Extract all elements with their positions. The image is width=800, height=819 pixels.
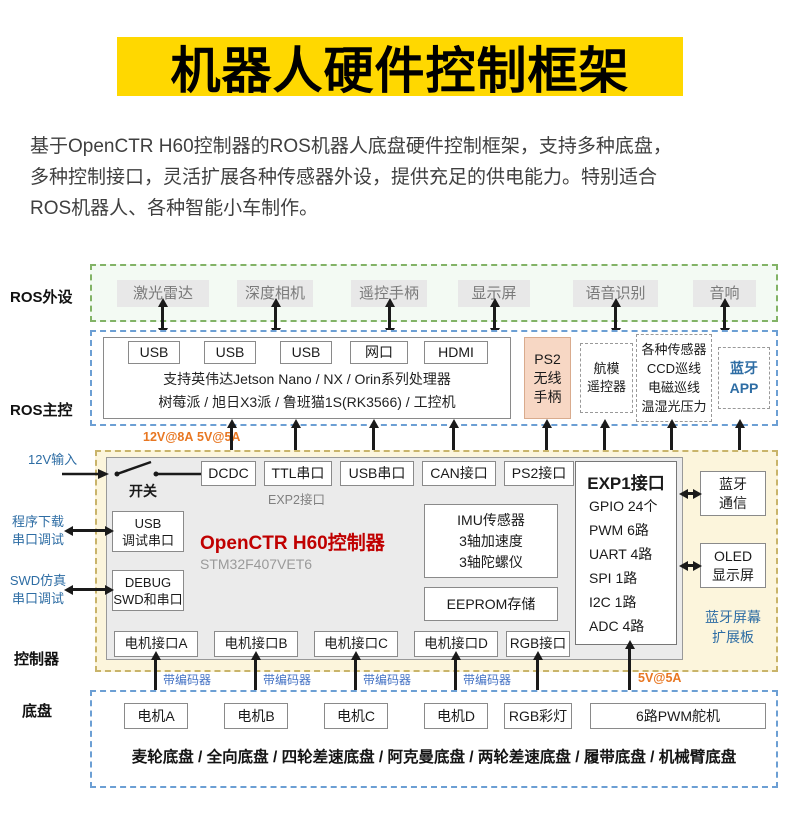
controller-port-ps2: PS2接口 xyxy=(504,461,574,486)
exp2-label: EXP2接口 xyxy=(268,493,325,507)
flow-arrow-sensors xyxy=(670,427,673,459)
peripheral-item: 深度相机 xyxy=(237,280,313,307)
flow-arrow-host-controller xyxy=(452,427,455,459)
flow-arrow-peripheral-host xyxy=(614,306,617,329)
host-port-usb: USB xyxy=(280,341,332,364)
host-port-usb: USB xyxy=(204,341,256,364)
flow-arrow-peripheral-host xyxy=(274,306,277,329)
flow-arrow-host-controller xyxy=(294,427,297,459)
flow-arrow-motor-c xyxy=(354,659,357,701)
flow-arrow-host-controller xyxy=(230,427,233,459)
flow-arrow-peripheral-host xyxy=(493,306,496,329)
sensors-box: 各种传感器 CCD巡线 电磁巡线 温湿光压力 xyxy=(636,334,712,422)
encoder-label: 带编码器 xyxy=(363,673,412,687)
rc-remote-box: 航模 遥控器 xyxy=(580,343,633,413)
controller-port-ttl: TTL串口 xyxy=(264,461,332,486)
power-label-12v8a: 12V@8A xyxy=(143,430,194,444)
exp1-title: EXP1接口 xyxy=(587,474,665,493)
bt-comm-box: 蓝牙 通信 xyxy=(700,471,766,516)
flow-arrow-prog-debug xyxy=(72,529,106,532)
exp1-item: I2C 1路 xyxy=(589,594,637,610)
chip-model: STM32F407VET6 xyxy=(200,556,313,572)
bt-app-box: 蓝牙 APP xyxy=(718,347,770,409)
exp1-item: UART 4路 xyxy=(589,546,653,562)
exp1-item: PWM 6路 xyxy=(589,522,649,538)
host-support-line2: 树莓派 / 旭日X3派 / 鲁班猫1S(RK3566) / 工控机 xyxy=(158,394,456,410)
bt-screen-label: 蓝牙屏幕 扩展板 xyxy=(705,609,761,645)
switch-label: 开关 xyxy=(129,483,157,499)
flow-arrow-exp1-oled xyxy=(687,564,694,567)
intro-text: 基于OpenCTR H60控制器的ROS机器人底盘硬件控制框架，支持多种底盘， … xyxy=(30,136,672,219)
chassis-servo: 6路PWM舵机 xyxy=(590,703,766,729)
encoder-label: 带编码器 xyxy=(163,673,212,687)
power-label-5v5a: 5V@5A xyxy=(197,430,241,444)
exp1-item: ADC 4路 xyxy=(589,618,645,634)
page-title: 机器人硬件控制框架 xyxy=(170,42,630,99)
section-label-peripherals: ROS外设 xyxy=(10,289,73,306)
flow-arrow-rgb xyxy=(536,659,539,701)
flow-arrow-exp1-bt xyxy=(687,492,694,495)
ps2-handle-box: PS2 无线 手柄 xyxy=(524,337,571,419)
flow-arrow-motor-a xyxy=(154,659,157,701)
swd-debug-label: SWD仿真 串口调试 xyxy=(9,573,67,606)
host-support-line1: 支持英伟达Jetson Nano / NX / Orin系列处理器 xyxy=(163,371,451,387)
chip-name: OpenCTR H60控制器 xyxy=(200,533,385,554)
chassis-rgb-light: RGB彩灯 xyxy=(504,703,572,729)
chassis-motor-a: 电机A xyxy=(124,703,188,729)
flow-arrow-bt-app xyxy=(738,427,741,469)
encoder-label: 带编码器 xyxy=(463,673,512,687)
rgb-port: RGB接口 xyxy=(506,631,570,657)
flow-arrow-motor-d xyxy=(454,659,457,701)
flow-arrow-servo xyxy=(628,648,631,701)
imu-box: IMU传感器 3轴加速度 3轴陀螺仪 xyxy=(424,504,558,578)
flow-arrow-ps2-handle xyxy=(545,427,548,459)
switch-icon xyxy=(62,460,203,479)
input-12v-label: 12V输入 xyxy=(28,452,78,467)
prog-debug-label: 程序下载 串口调试 xyxy=(11,514,64,547)
usb-debug-port-box: USB 调试串口 xyxy=(112,511,184,552)
host-port-ethernet: 网口 xyxy=(350,341,408,364)
section-label-controller: 控制器 xyxy=(14,651,60,668)
section-label-host: ROS主控 xyxy=(10,402,73,419)
exp1-item: GPIO 24个 xyxy=(589,498,658,514)
flow-arrow-swd-debug xyxy=(72,588,106,591)
chassis-motor-b: 电机B xyxy=(224,703,288,729)
oled-box: OLED 显示屏 xyxy=(700,543,766,588)
flow-arrow-rc-remote xyxy=(603,427,606,459)
controller-port-can: CAN接口 xyxy=(422,461,496,486)
controller-port-usb-serial: USB串口 xyxy=(340,461,414,486)
flow-arrow-peripheral-host xyxy=(161,306,164,329)
flow-arrow-motor-b xyxy=(254,659,257,701)
chassis-motor-c: 电机C xyxy=(324,703,388,729)
flow-arrow-peripheral-host xyxy=(388,306,391,329)
flow-arrow-host-controller xyxy=(372,427,375,459)
host-port-hdmi: HDMI xyxy=(424,341,488,364)
title-banner: 机器人硬件控制框架 xyxy=(117,37,683,99)
section-label-chassis: 底盘 xyxy=(22,703,53,720)
exp1-item: SPI 1路 xyxy=(589,570,638,586)
exp1-box: EXP1接口 GPIO 24个 PWM 6路 UART 4路 SPI 1路 I2… xyxy=(575,461,677,645)
servo-power-label: 5V@5A xyxy=(638,671,682,685)
chassis-types: 麦轮底盘 / 全向底盘 / 四轮差速底盘 / 阿克曼底盘 / 两轮差速底盘 / … xyxy=(131,749,737,766)
encoder-label: 带编码器 xyxy=(263,673,312,687)
eeprom-box: EEPROM存储 xyxy=(424,587,558,621)
host-port-usb: USB xyxy=(128,341,180,364)
chassis-motor-d: 电机D xyxy=(424,703,488,729)
controller-port-dcdc: DCDC xyxy=(201,461,256,486)
flow-arrow-peripheral-host xyxy=(723,306,726,329)
swd-debug-port-box: DEBUG SWD和串口 xyxy=(112,570,184,611)
